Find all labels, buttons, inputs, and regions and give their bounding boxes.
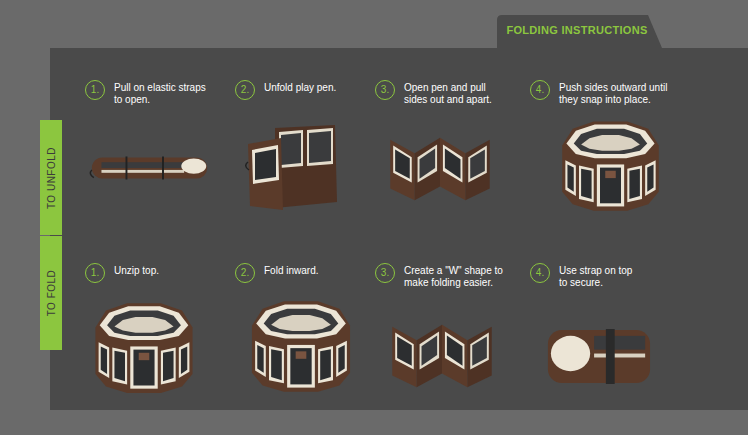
step-number: 1. [91, 85, 99, 95]
step-circle: 1. [85, 80, 105, 100]
step-item: 2. Fold inward. [235, 263, 318, 283]
step-item: 3. Create a "W" shape to make folding eas… [375, 263, 509, 289]
step-number: 4. [536, 268, 544, 278]
step-number: 3. [381, 85, 389, 95]
instruction-text: Unfold play pen. [264, 80, 336, 94]
step-number: 4. [536, 85, 544, 95]
step-item: 3. Open pen and pull sides out and apart. [375, 80, 499, 106]
heading-tab: FOLDING INSTRUCTIONS [497, 24, 657, 36]
section-band: TO UNFOLD [40, 120, 62, 235]
instruction-text: Open pen and pull sides out and apart. [404, 80, 499, 106]
step-number: 2. [241, 268, 249, 278]
instruction-text: Fold inward. [264, 263, 318, 277]
step-circle: 4. [530, 80, 550, 100]
instruction-text: Use strap on top to secure. [559, 263, 639, 289]
step-item: 2. Unfold play pen. [235, 80, 336, 100]
step-circle: 3. [375, 80, 395, 100]
step-number: 3. [381, 268, 389, 278]
step-item: 1. Unzip top. [85, 263, 159, 283]
section-label: TO FOLD [46, 270, 57, 317]
instruction-text: Unzip top. [114, 263, 159, 277]
step-circle: 1. [85, 263, 105, 283]
step-number: 2. [241, 85, 249, 95]
step-item: 1. Pull on elastic straps to open. [85, 80, 212, 106]
section-band: TO FOLD [40, 236, 62, 350]
step-circle: 4. [530, 263, 550, 283]
step-circle: 2. [235, 263, 255, 283]
instruction-text: Push sides outward until they snap into … [559, 80, 677, 106]
step-item: 4. Use strap on top to secure. [530, 263, 639, 289]
instruction-text: Create a "W" shape to make folding easie… [404, 263, 509, 289]
step-circle: 3. [375, 263, 395, 283]
section-label: TO UNFOLD [46, 146, 57, 208]
step-number: 1. [91, 268, 99, 278]
step-circle: 2. [235, 80, 255, 100]
step-item: 4. Push sides outward until they snap int… [530, 80, 677, 106]
instruction-text: Pull on elastic straps to open. [114, 80, 212, 106]
